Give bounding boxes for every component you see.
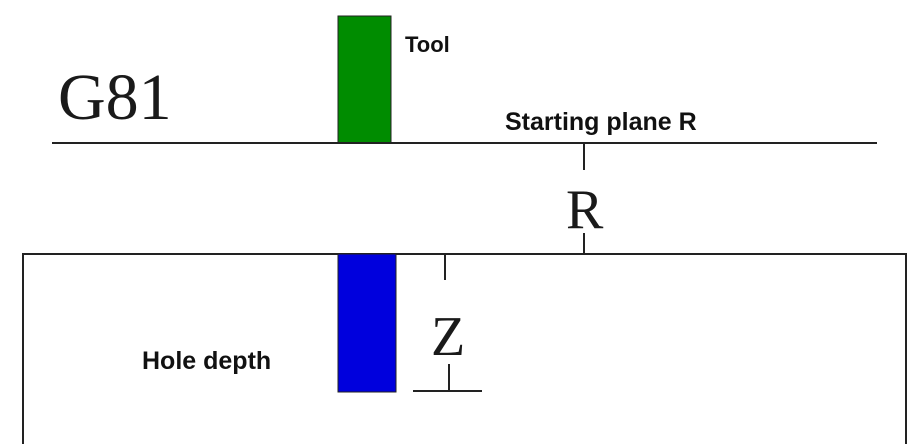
workpiece [22,253,907,444]
cycle-code-title: G81 [58,61,172,134]
tool-label: Tool [405,32,450,57]
tool-shape [337,15,392,144]
z-dimension-label: Z [431,306,465,368]
hole-shape [337,253,397,393]
starting-plane-label: Starting plane R [505,108,697,136]
hole-depth-label: Hole depth [142,347,271,375]
r-dimension-label: R [566,179,604,241]
